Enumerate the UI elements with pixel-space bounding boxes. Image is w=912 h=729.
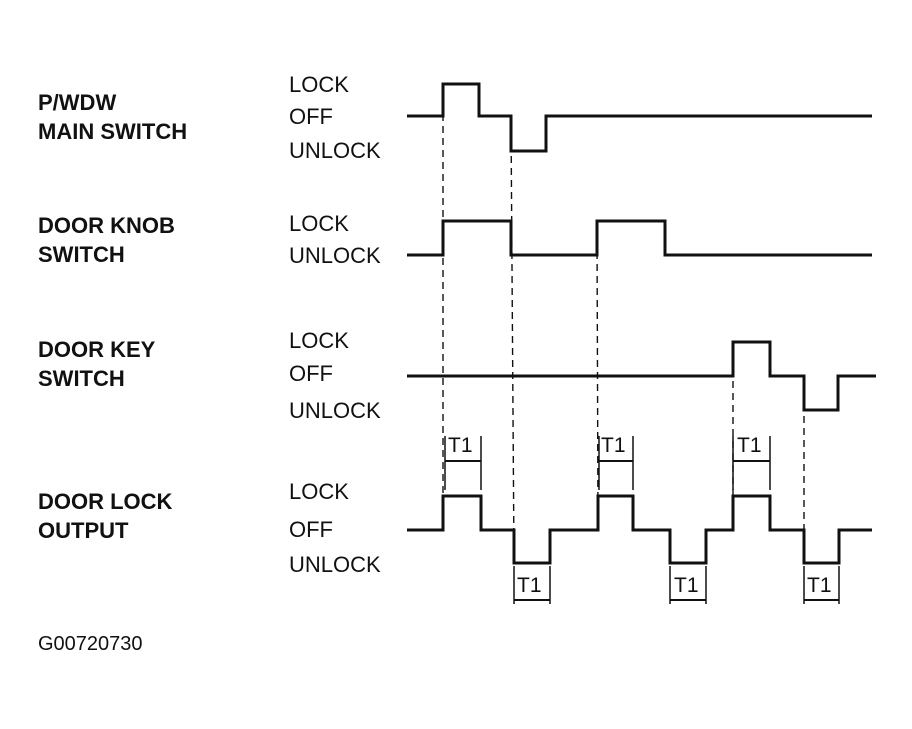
signal-label-line: SWITCH (38, 366, 125, 391)
state-label-unlock: UNLOCK (289, 398, 381, 423)
timer-t1-marker: T1 (803, 566, 840, 604)
timer-label: T1 (448, 434, 473, 457)
timer-t1-marker: T1 (598, 434, 634, 490)
timer-label: T1 (601, 434, 626, 457)
signal-label-line: DOOR KEY (38, 337, 156, 362)
waveform-door-key-switch (407, 340, 876, 412)
state-label-lock: LOCK (289, 328, 349, 353)
figure-id: G00720730 (38, 633, 143, 655)
timer-label: T1 (807, 574, 832, 597)
signal-label-door-key-switch: DOOR KEY SWITCH (38, 335, 155, 393)
state-label-off: OFF (289, 104, 333, 129)
timer-t1-marker: T1 (513, 566, 551, 604)
guide-dashed-line (510, 119, 515, 561)
signal-label-door-knob-switch: DOOR KNOB SWITCH (38, 211, 175, 269)
state-label-lock: LOCK (289, 211, 349, 236)
state-label-lock: LOCK (289, 72, 349, 97)
event-guide-lines (442, 90, 805, 561)
signal-waveforms (407, 82, 876, 565)
signal-label-line: DOOR KNOB (38, 213, 175, 238)
timer-label: T1 (737, 434, 762, 457)
signal-label-line: DOOR LOCK (38, 489, 173, 514)
state-label-unlock: UNLOCK (289, 138, 381, 163)
timer-label: T1 (517, 574, 542, 597)
signal-label-line: OUTPUT (38, 518, 129, 543)
state-label-off: OFF (289, 517, 333, 542)
signal-label-line: SWITCH (38, 242, 125, 267)
timer-t1-marker: T1 (669, 566, 707, 604)
state-label-unlock: UNLOCK (289, 243, 381, 268)
signal-label-line: MAIN SWITCH (38, 119, 188, 144)
signal-label-line: P/WDW (38, 90, 117, 115)
timer-t1-marker: T1 (444, 434, 482, 490)
state-label-unlock: UNLOCK (289, 552, 381, 577)
waveform-door-lock-output (407, 494, 872, 565)
waveform-pwdw-main-switch (407, 82, 872, 153)
state-label-lock: LOCK (289, 479, 349, 504)
timer-t1-marker: T1 (732, 434, 771, 490)
signal-label-pwdw-main-switch: P/WDW MAIN SWITCH (38, 88, 187, 146)
signal-label-door-lock-output: DOOR LOCK OUTPUT (38, 487, 172, 545)
waveform-door-knob-switch (407, 219, 872, 257)
timer-label: T1 (674, 574, 699, 597)
state-label-off: OFF (289, 361, 333, 386)
